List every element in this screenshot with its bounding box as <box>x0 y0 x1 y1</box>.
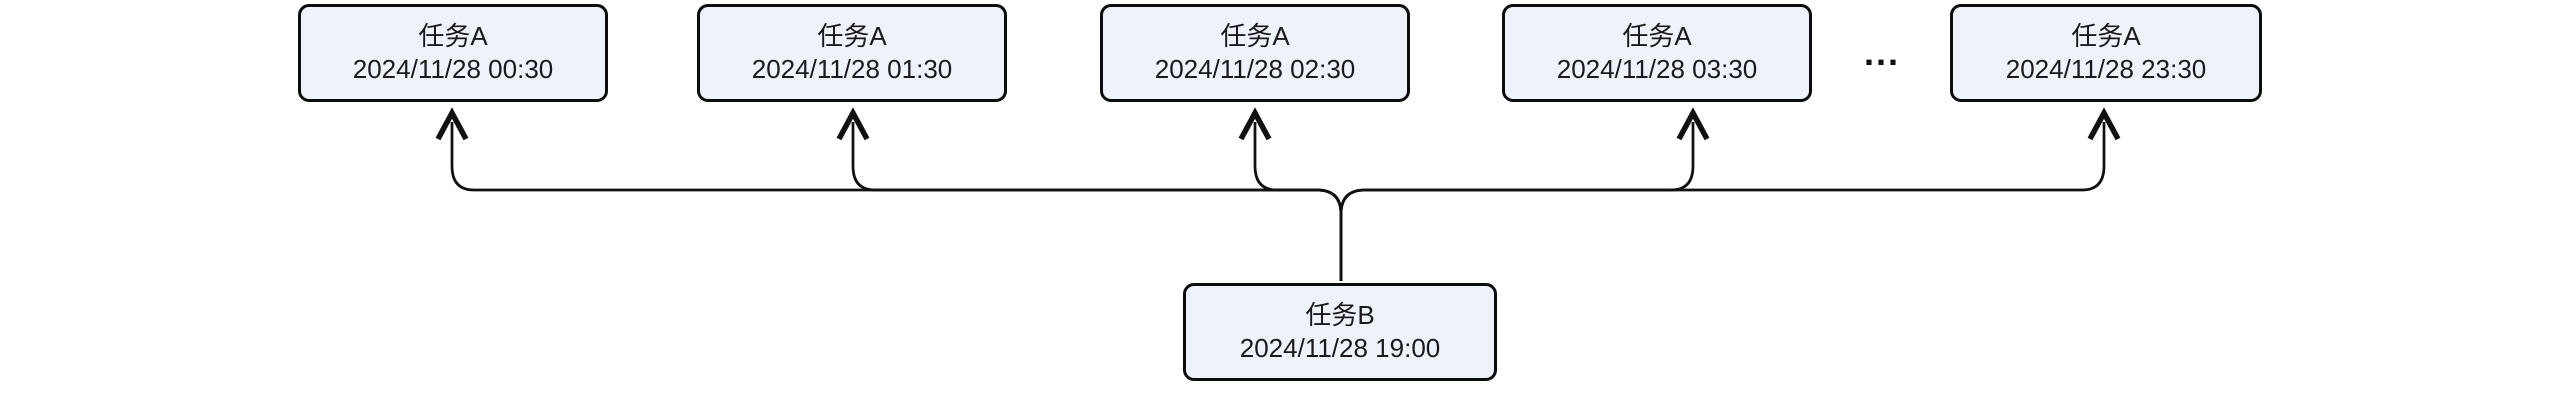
arrowhead-a3 <box>1238 107 1272 141</box>
task-node-a3: 任务A 2024/11/28 02:30 <box>1100 4 1410 102</box>
edge-b-to-a3 <box>1253 122 1343 281</box>
task-name: 任务A <box>418 21 488 51</box>
edge-b-to-a4 <box>1339 122 1695 281</box>
task-datetime: 2024/11/28 19:00 <box>1239 333 1441 363</box>
arrowhead-a4 <box>1676 107 1710 141</box>
task-node-a2: 任务A 2024/11/28 01:30 <box>697 4 1007 102</box>
arrowhead-a2 <box>836 107 870 141</box>
task-datetime: 2024/11/28 00:30 <box>352 54 554 84</box>
task-name: 任务A <box>2071 21 2141 51</box>
task-node-a1: 任务A 2024/11/28 00:30 <box>298 4 608 102</box>
task-node-b: 任务B 2024/11/28 19:00 <box>1183 283 1497 381</box>
task-datetime: 2024/11/28 03:30 <box>1556 54 1758 84</box>
task-name: 任务A <box>817 21 887 51</box>
task-node-a5: 任务A 2024/11/28 23:30 <box>1950 4 2262 102</box>
arrowhead-a5 <box>2087 107 2121 141</box>
task-name: 任务A <box>1220 21 1290 51</box>
task-datetime: 2024/11/28 01:30 <box>751 54 953 84</box>
task-name: 任务B <box>1305 300 1375 330</box>
task-node-a4: 任务A 2024/11/28 03:30 <box>1502 4 1812 102</box>
arrowhead-a1 <box>435 107 469 141</box>
task-datetime: 2024/11/28 02:30 <box>1154 54 1356 84</box>
ellipsis-more-tasks: ... <box>1863 32 1900 73</box>
task-datetime: 2024/11/28 23:30 <box>2005 54 2207 84</box>
task-name: 任务A <box>1622 21 1692 51</box>
edge-b-to-a2 <box>851 122 1343 281</box>
edge-b-to-a5 <box>1339 122 2106 281</box>
edge-b-to-a1 <box>450 122 1343 281</box>
